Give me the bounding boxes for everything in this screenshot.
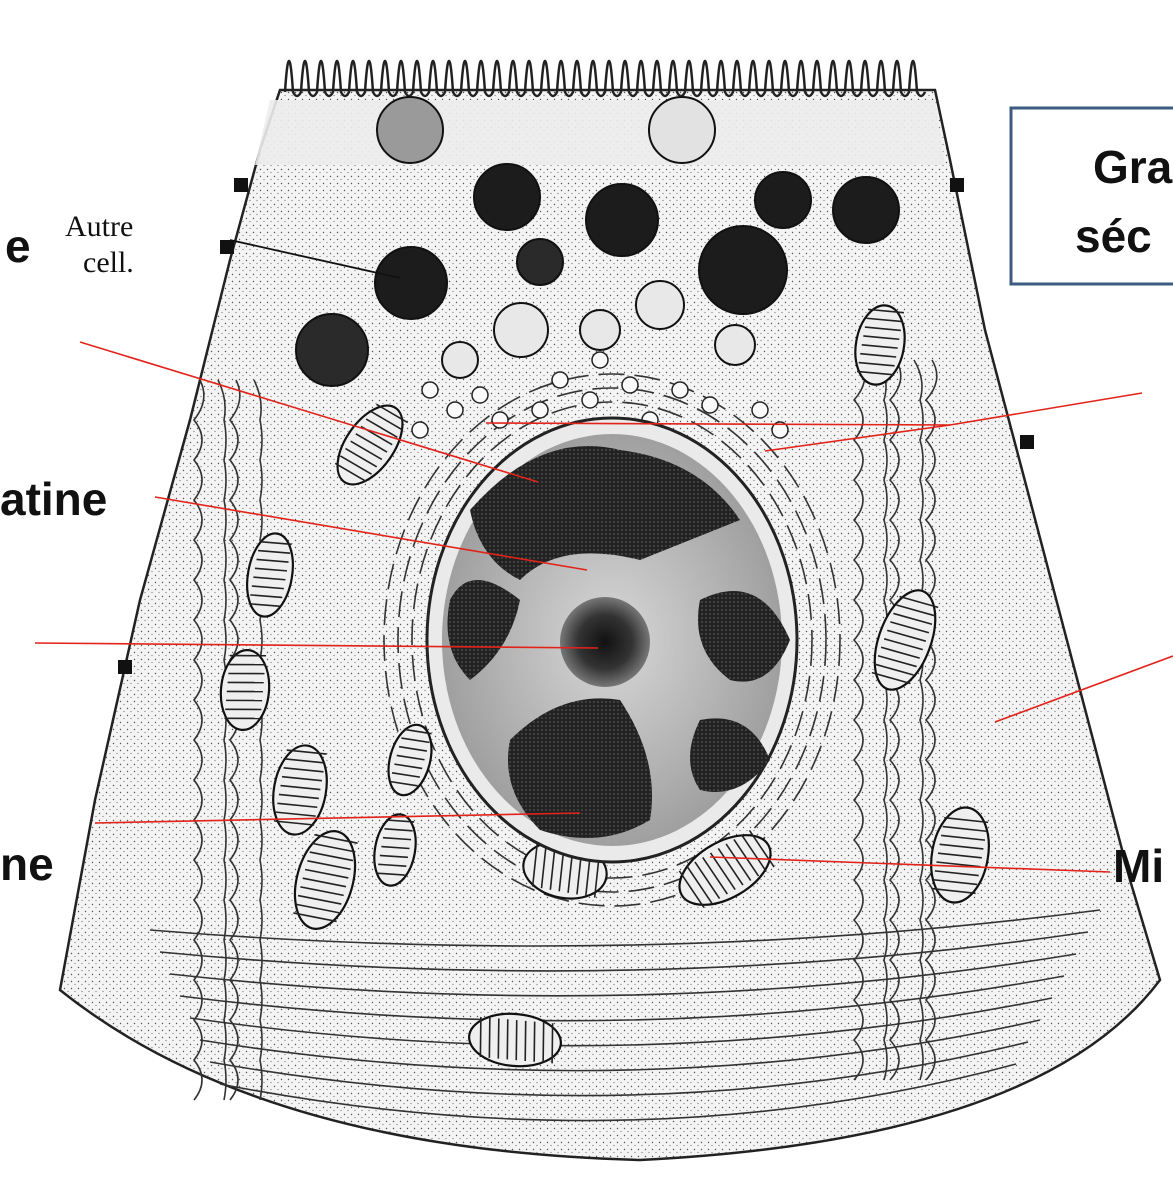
granules-label-line1: Gra — [1093, 141, 1173, 193]
chromatin-label: atine — [0, 473, 107, 525]
microvilli — [285, 61, 925, 96]
mitochondria-label: Mi — [1113, 840, 1164, 892]
granules-label-line2: séc — [1075, 210, 1152, 262]
autre-cell-label-line1: Autre — [65, 210, 133, 243]
autre-cell-label-line2: cell. — [83, 246, 134, 279]
nucleolus — [560, 597, 650, 687]
nucleus — [427, 418, 797, 862]
heterochromatin-label: ne — [0, 838, 54, 890]
nucleoplasm-label: e — [5, 220, 31, 272]
